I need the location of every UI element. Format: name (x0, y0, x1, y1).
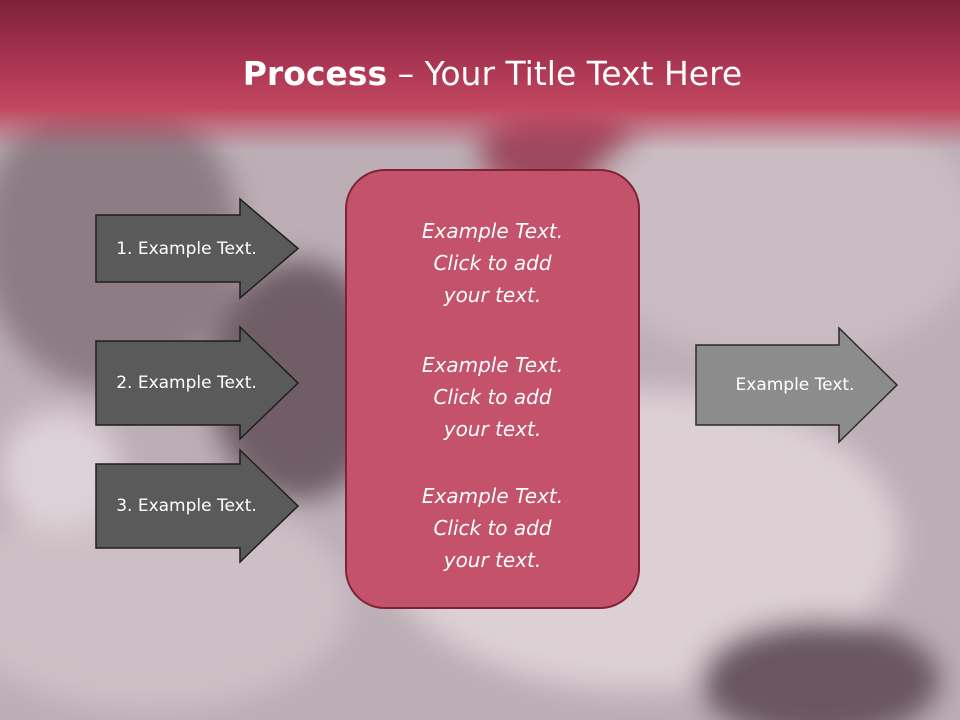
slide-title[interactable]: Process – Your Title Text Here (0, 50, 960, 98)
title-bar (0, 0, 960, 150)
arrow-label: Example Text. (735, 375, 855, 395)
center-item-1: Example Text. Click to add your text. (347, 215, 638, 311)
arrow-step-1[interactable]: 1. Example Text. (95, 197, 300, 300)
center-item-line: your text. (443, 283, 542, 307)
center-item-2: Example Text. Click to add your text. (347, 349, 638, 445)
arrow-shape (95, 448, 300, 564)
title-bold: Process (242, 54, 388, 93)
center-item-line: Example Text. (421, 484, 564, 508)
center-item-line: Click to add (433, 516, 552, 540)
arrow-label: 1. Example Text. (116, 238, 257, 259)
arrow-label: 2. Example Text. (116, 373, 257, 393)
arrow-step-2[interactable]: 2. Example Text. (95, 325, 300, 441)
center-item-line: your text. (443, 548, 542, 572)
center-text-box[interactable]: Example Text. Click to add your text. Ex… (345, 169, 640, 609)
center-item-line: your text. (443, 417, 542, 441)
center-item-line: Click to add (433, 385, 552, 409)
title-dash: – (397, 54, 415, 93)
center-item-line: Example Text. (421, 353, 564, 377)
arrow-shape (695, 326, 899, 444)
arrow-shape (95, 325, 300, 441)
title-rest: Your Title Text Here (424, 54, 743, 93)
arrow-shape (95, 197, 300, 300)
arrow-label: 3. Example Text. (116, 496, 257, 516)
center-item-line: Example Text. (421, 219, 564, 243)
center-item-line: Click to add (433, 251, 552, 275)
arrow-result[interactable]: Example Text. (695, 326, 900, 444)
center-item-3: Example Text. Click to add your text. (347, 480, 638, 576)
arrow-step-3[interactable]: 3. Example Text. (95, 448, 300, 564)
